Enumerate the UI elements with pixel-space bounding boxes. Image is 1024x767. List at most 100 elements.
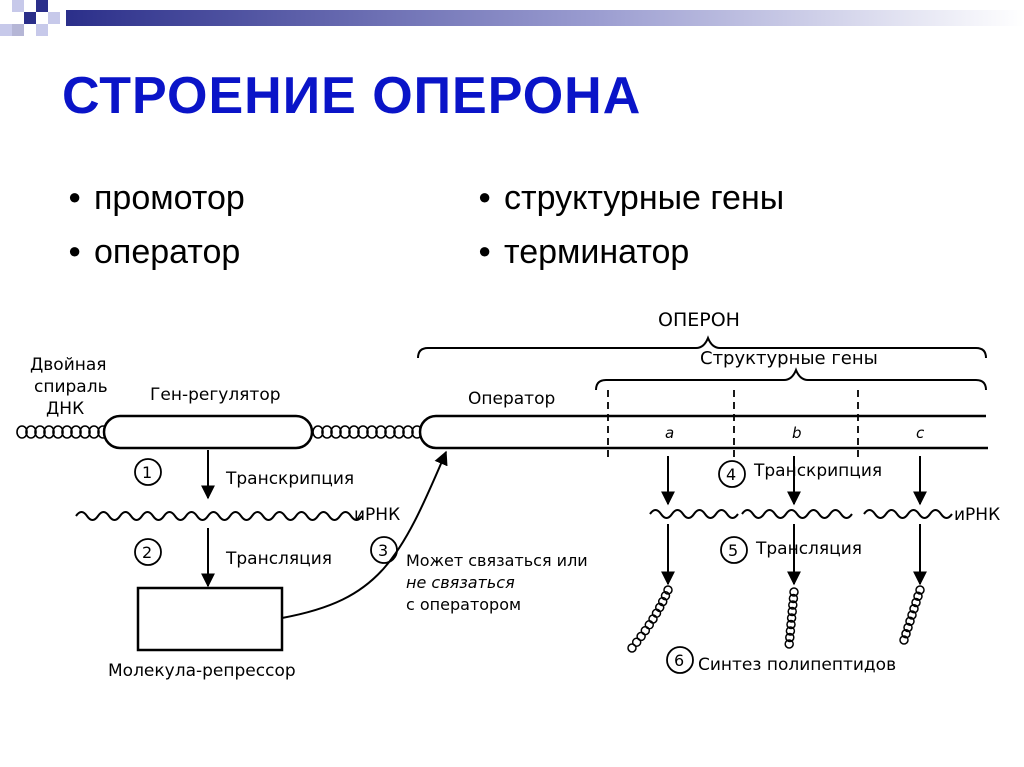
dna-helix-middle [312,425,423,439]
amino-acid-bead [905,616,915,626]
amino-acid-bead [644,620,655,630]
mrna-label: иРНК [354,505,400,525]
gene-transcription-label: Транскрипция [753,461,882,481]
dna-helix-turn [366,425,378,439]
dna-helix-turn [339,425,351,439]
step-number: 2 [142,543,152,562]
bullet-item: ● терминатор [478,226,784,280]
operon-dna-shape [418,414,988,450]
step-number: 3 [378,541,388,560]
amino-acid-bead [786,613,797,623]
amino-acid-bead [784,639,794,649]
dna-helix-turn [61,425,73,439]
amino-acid-bead [788,600,798,610]
amino-acid-bead [915,585,925,595]
mrna-wave [863,509,953,519]
amino-acid-bead [901,629,911,639]
dna-helix-turn [384,425,396,439]
bullet-text: структурные гены [504,179,785,217]
step-circle [666,646,694,674]
dna-helix-turn [357,425,369,439]
amino-acid-bead [627,643,637,653]
bullet-text: терминатор [504,233,690,272]
bullet-list-left: ● промотор ● оператор [68,172,245,280]
dna-helix-turn [88,425,100,439]
bullet-text: промотор [94,179,245,217]
repressor-binding-arrow [281,450,448,619]
repressor-label: Молекула-репрессор [108,661,296,681]
gene-letter: a [665,424,674,442]
dna-helix-turn [16,425,28,439]
repressor-molecule [136,586,284,652]
dna-helix-turn [70,425,82,439]
dna-helix-turn [402,425,414,439]
bullet-text: оператор [94,233,241,272]
step-number: 6 [674,651,684,670]
bullet-item: ● оператор [68,226,245,280]
dna-helix-turn [43,425,55,439]
dna-helix-turn [34,425,46,439]
amino-acid-bead [660,591,671,601]
amino-acid-bead [909,604,919,614]
dna-helix-turn [52,425,64,439]
bullet-item: ● структурные гены [478,172,784,226]
dna-helix-turn [321,425,333,439]
amino-acid-bead [787,606,797,617]
amino-acid-bead [785,626,796,636]
bullet-item: ● промотор [68,172,245,226]
operon-label: ОПЕРОН [658,309,740,331]
binding-note-line: Может связаться или [406,551,588,570]
gene-letter: b [792,424,802,442]
slide-decoration [0,0,1024,36]
step-circle [718,460,746,488]
synthesis-label: Синтез полипептидов [698,655,896,675]
dna-helix-turn [330,425,342,439]
bullet-marker: ● [478,238,492,264]
bullet-marker: ● [68,238,82,264]
amino-acid-bead [636,631,646,642]
translation-label: Трансляция [225,549,332,569]
binding-note-line: не связаться [406,573,515,592]
regulator-gene-label: Ген-регулятор [150,385,281,405]
bullet-marker: ● [68,184,82,210]
binding-note: Может связаться или не связаться с опера… [406,551,593,614]
step-number: 5 [728,541,738,560]
polypeptide-chains [627,585,925,653]
binding-note-line: с оператором [406,595,521,614]
structural-genes-label: Структурные гены [700,348,878,369]
amino-acid-bead [907,610,917,620]
step-circle [720,536,748,564]
amino-acid-bead [899,635,909,645]
transcription-label: Транскрипция [225,469,354,489]
amino-acid-bead [786,619,796,630]
bullet-list-right: ● структурные гены ● терминатор [478,172,784,280]
dna-label: Двойная спираль ДНК [30,355,113,419]
dna-label-line: ДНК [46,399,84,419]
gene-letter: c [916,424,925,442]
operon-brace [417,335,987,359]
mrna-wave [649,509,739,519]
step-circle [134,538,162,566]
amino-acid-bead [789,587,799,597]
dna-label-line: спираль [34,377,108,397]
gene-translation-label: Трансляция [755,539,862,559]
dna-helix-left [16,425,109,439]
amino-acid-bead [903,622,913,633]
slide-title: СТРОЕНИЕ ОПЕРОНА [62,67,642,125]
dna-helix-turn [79,425,91,439]
operator-label: Оператор [468,389,555,409]
bullet-marker: ● [478,184,492,210]
step-number: 4 [726,465,736,484]
regulator-gene-shape [102,414,314,450]
dna-label-line: Двойная [30,355,107,375]
dna-helix-turn [348,425,360,439]
dna-helix-turn [393,425,405,439]
amino-acid-bead [785,632,795,643]
structural-genes-brace [595,367,987,391]
dna-helix-turn [375,425,387,439]
step-circle [370,536,398,564]
amino-acid-bead [788,593,799,604]
dna-helix-turn [25,425,37,439]
amino-acid-bead [631,637,642,647]
amino-acid-bead [663,585,673,595]
